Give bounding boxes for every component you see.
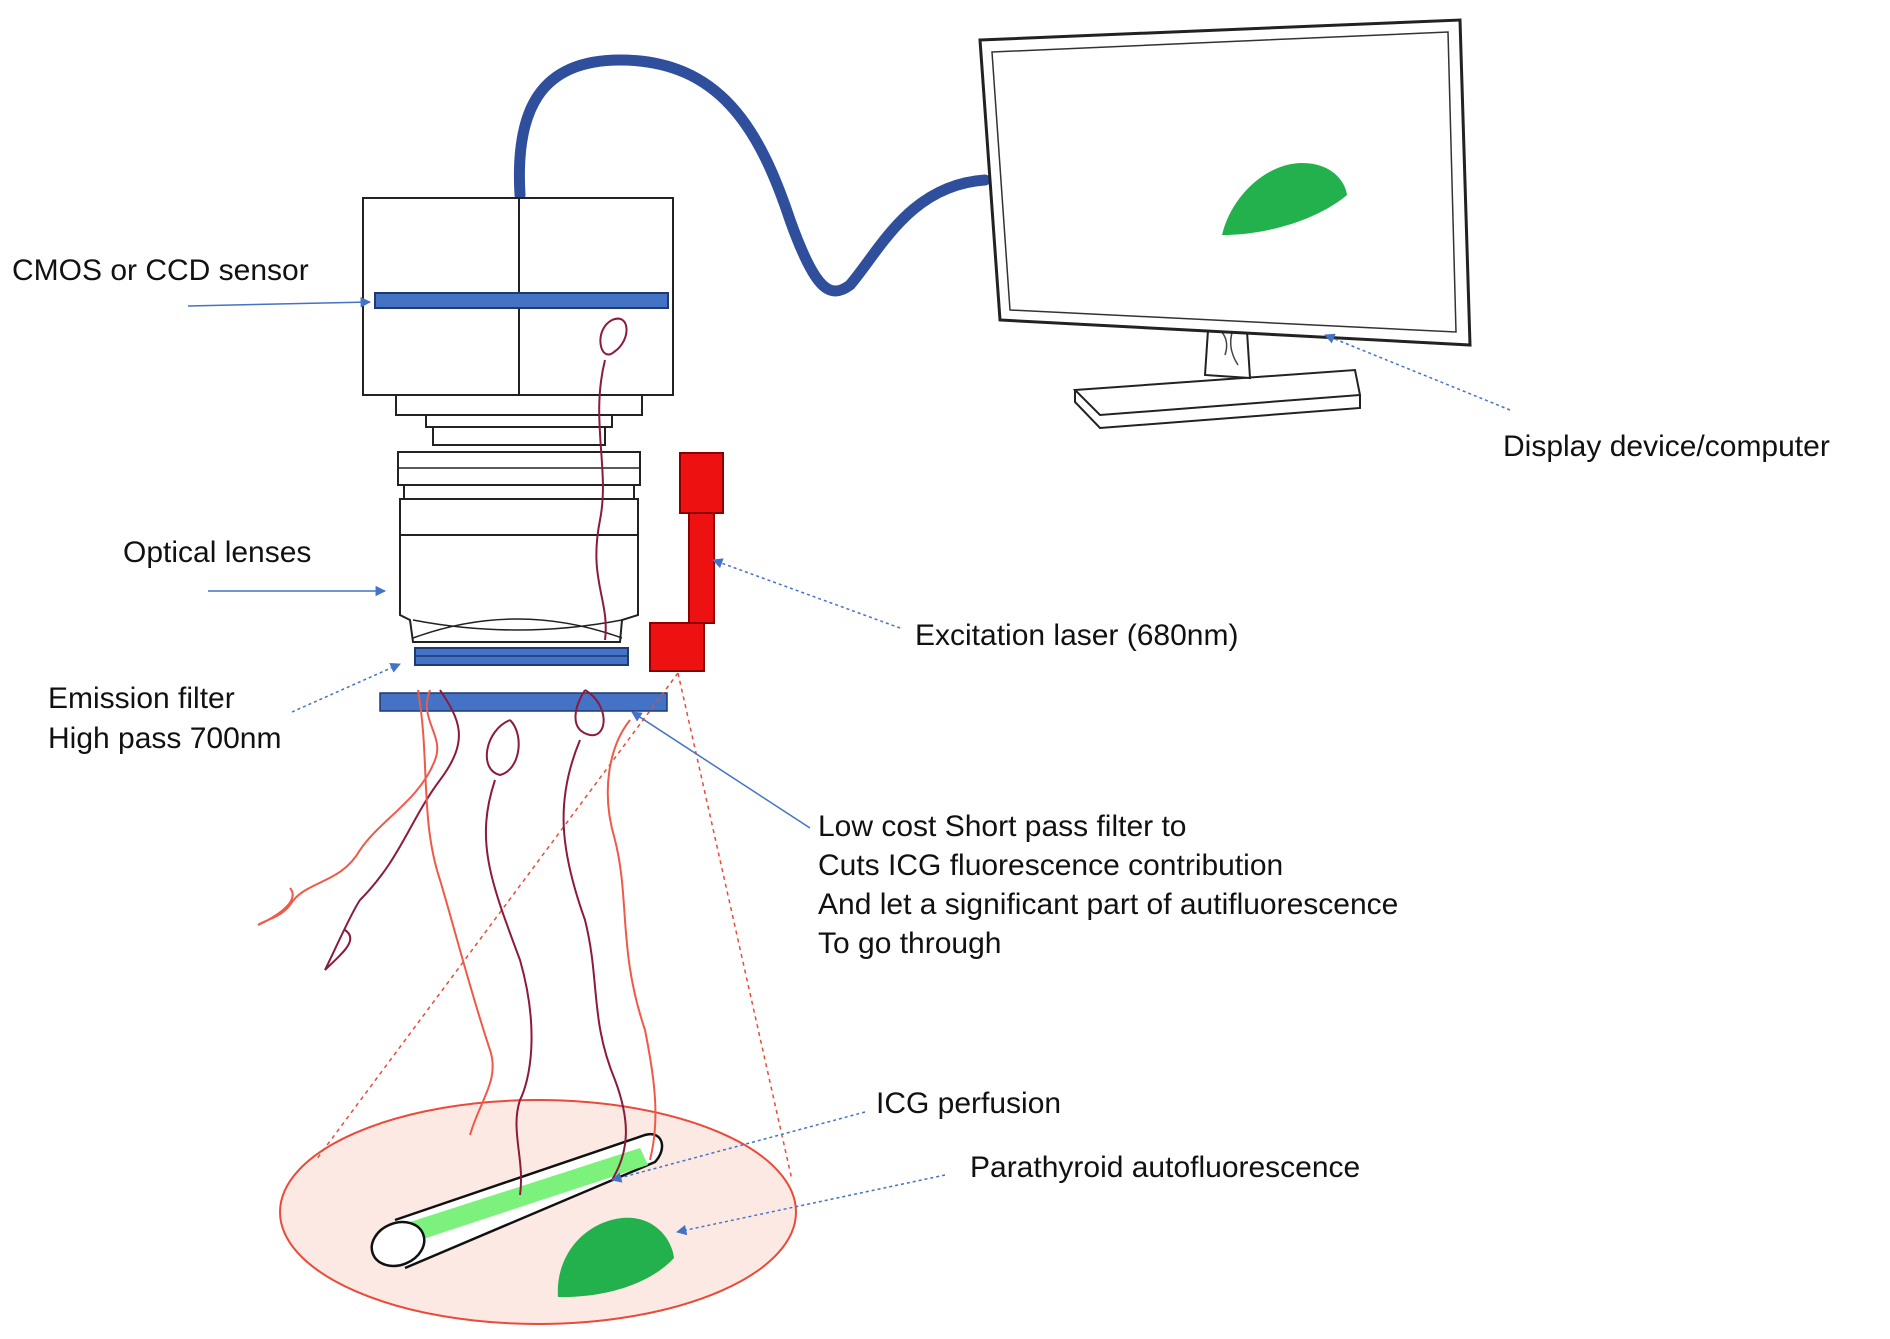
lenses-label: Optical lenses [123,536,311,569]
excitation-laser [649,452,724,672]
shortpass-label-4: To go through [818,927,1001,960]
data-cable [513,54,991,297]
parathyroid-gland [557,1217,674,1298]
laser-label: Excitation laser (680nm) [915,619,1238,652]
shortpass-label-3: And let a significant part of autifluore… [818,888,1398,921]
optical-lens-stack [397,451,641,643]
short-pass-filter [379,692,668,712]
shortpass-label-1: Low cost Short pass filter to [818,810,1187,843]
laser-arrow [712,558,901,629]
emission-filter-label-2: High pass 700nm [48,722,281,755]
icg-perfusion-strip [410,1148,648,1240]
display-monitor [978,18,1472,430]
emission-filter-label-1: Emission filter [48,682,235,715]
cmos-ccd-sensor-bar [374,292,669,309]
emission-filter-arrow [291,663,401,713]
shortpass-label-2: Cuts ICG fluorescence contribution [818,849,1283,882]
sensor-arrow [187,296,372,308]
laser-illumination-cone [315,672,793,1181]
camera-body [362,197,674,446]
monitor-parathyroid-image [1222,162,1347,235]
emission-filter [414,647,629,666]
icg-arrow [610,1111,866,1183]
sensor-label: CMOS or CCD sensor [12,254,309,287]
parathyroid-arrow [675,1174,946,1236]
shortpass-arrow [631,711,811,829]
display-label: Display device/computer [1503,430,1830,463]
icg-label: ICG perfusion [876,1087,1061,1120]
blood-vessel-icg [370,1132,664,1270]
fluorescence-emission-rays [257,317,657,1196]
parathyroid-label: Parathyroid autofluorescence [970,1151,1360,1184]
